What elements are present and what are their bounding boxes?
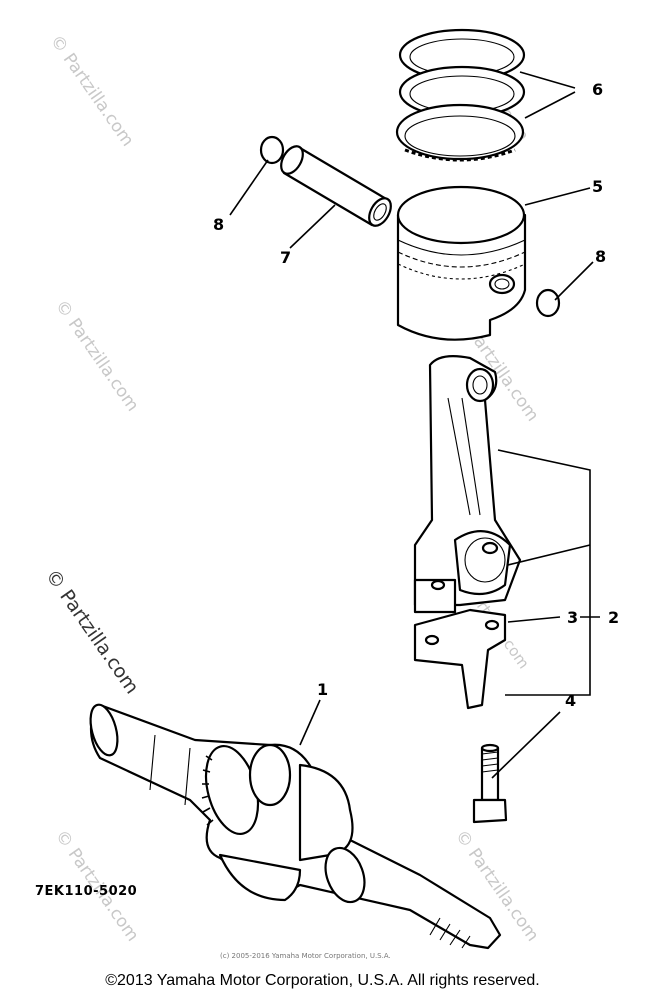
callout-1: 1 bbox=[317, 680, 328, 699]
crankshaft bbox=[89, 703, 502, 950]
callouts: 6 5 8 8 7 3 2 4 1 bbox=[213, 80, 619, 710]
bolt bbox=[472, 743, 508, 824]
piston-pin bbox=[280, 145, 392, 227]
callout-2: 2 bbox=[608, 608, 619, 627]
watermark-8: © Partzilla.com bbox=[41, 565, 143, 698]
callout-8a: 8 bbox=[213, 215, 224, 234]
callout-3: 3 bbox=[567, 608, 578, 627]
rod-cap bbox=[413, 608, 507, 710]
connecting-rod bbox=[413, 355, 522, 614]
callout-5: 5 bbox=[592, 177, 603, 196]
circlips bbox=[259, 135, 561, 318]
watermark-3: © Partzilla.com bbox=[51, 296, 143, 415]
watermark-1: © Partzilla.com bbox=[46, 31, 138, 150]
callout-7: 7 bbox=[280, 248, 291, 267]
footer-copyright: ©2013 Yamaha Motor Corporation, U.S.A. A… bbox=[105, 972, 540, 989]
drawing-code: 7EK110-5020 bbox=[35, 884, 137, 899]
inner-copyright: (c) 2005-2016 Yamaha Motor Corporation, … bbox=[220, 952, 391, 960]
piston bbox=[396, 185, 527, 341]
callout-8b: 8 bbox=[595, 247, 606, 266]
callout-4: 4 bbox=[565, 691, 576, 710]
callout-6: 6 bbox=[592, 80, 603, 99]
leader-lines bbox=[229, 71, 600, 779]
piston-rings bbox=[395, 28, 526, 162]
